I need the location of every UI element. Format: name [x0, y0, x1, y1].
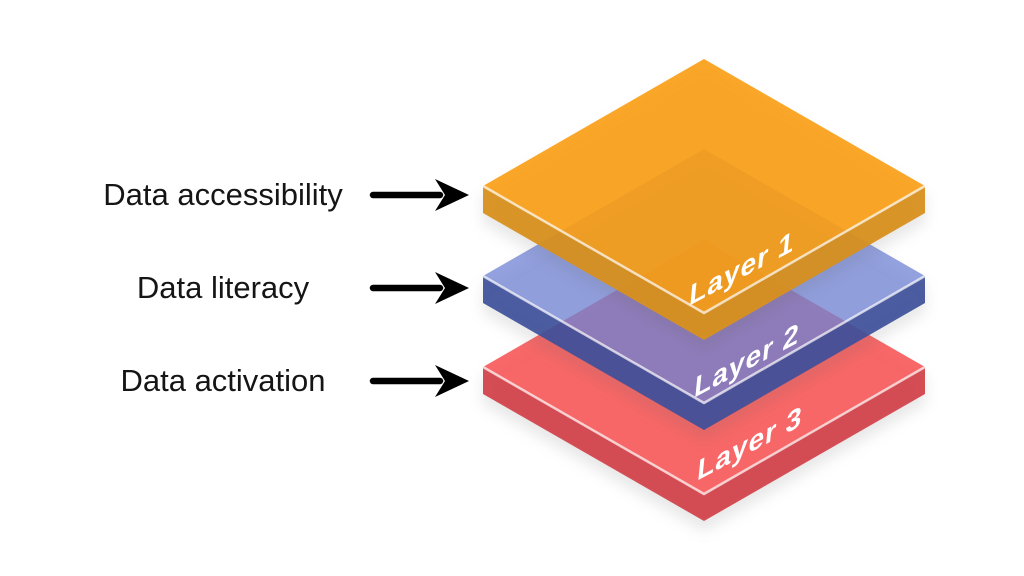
annotation-row-activation: Data activation — [78, 357, 472, 405]
layer-3-edge-highlight — [482, 365, 926, 496]
layer-1-left-face — [483, 186, 704, 340]
layer-1-edge-highlight — [482, 184, 926, 315]
annotation-row-accessibility: Data accessibility — [78, 171, 472, 219]
annotation-label-activation: Data activation — [120, 363, 326, 398]
layer-2-right-face — [704, 276, 925, 430]
layer-1-right-face — [704, 186, 925, 340]
arrow-head — [435, 272, 469, 304]
arrow-head — [435, 365, 469, 397]
right-arrow-icon — [369, 365, 469, 397]
layer-2-edge-highlight — [482, 274, 926, 405]
annotation-row-literacy: Data literacy — [78, 264, 472, 312]
annotation-label-accessibility: Data accessibility — [103, 177, 343, 212]
annotation-label-literacy: Data literacy — [136, 270, 310, 305]
right-arrow-icon — [369, 179, 469, 211]
layer-2-left-face — [483, 276, 704, 430]
arrow-head — [435, 179, 469, 211]
layer-3-right-face — [704, 367, 925, 521]
layer-3-left-face — [483, 367, 704, 521]
right-arrow-icon — [369, 272, 469, 304]
